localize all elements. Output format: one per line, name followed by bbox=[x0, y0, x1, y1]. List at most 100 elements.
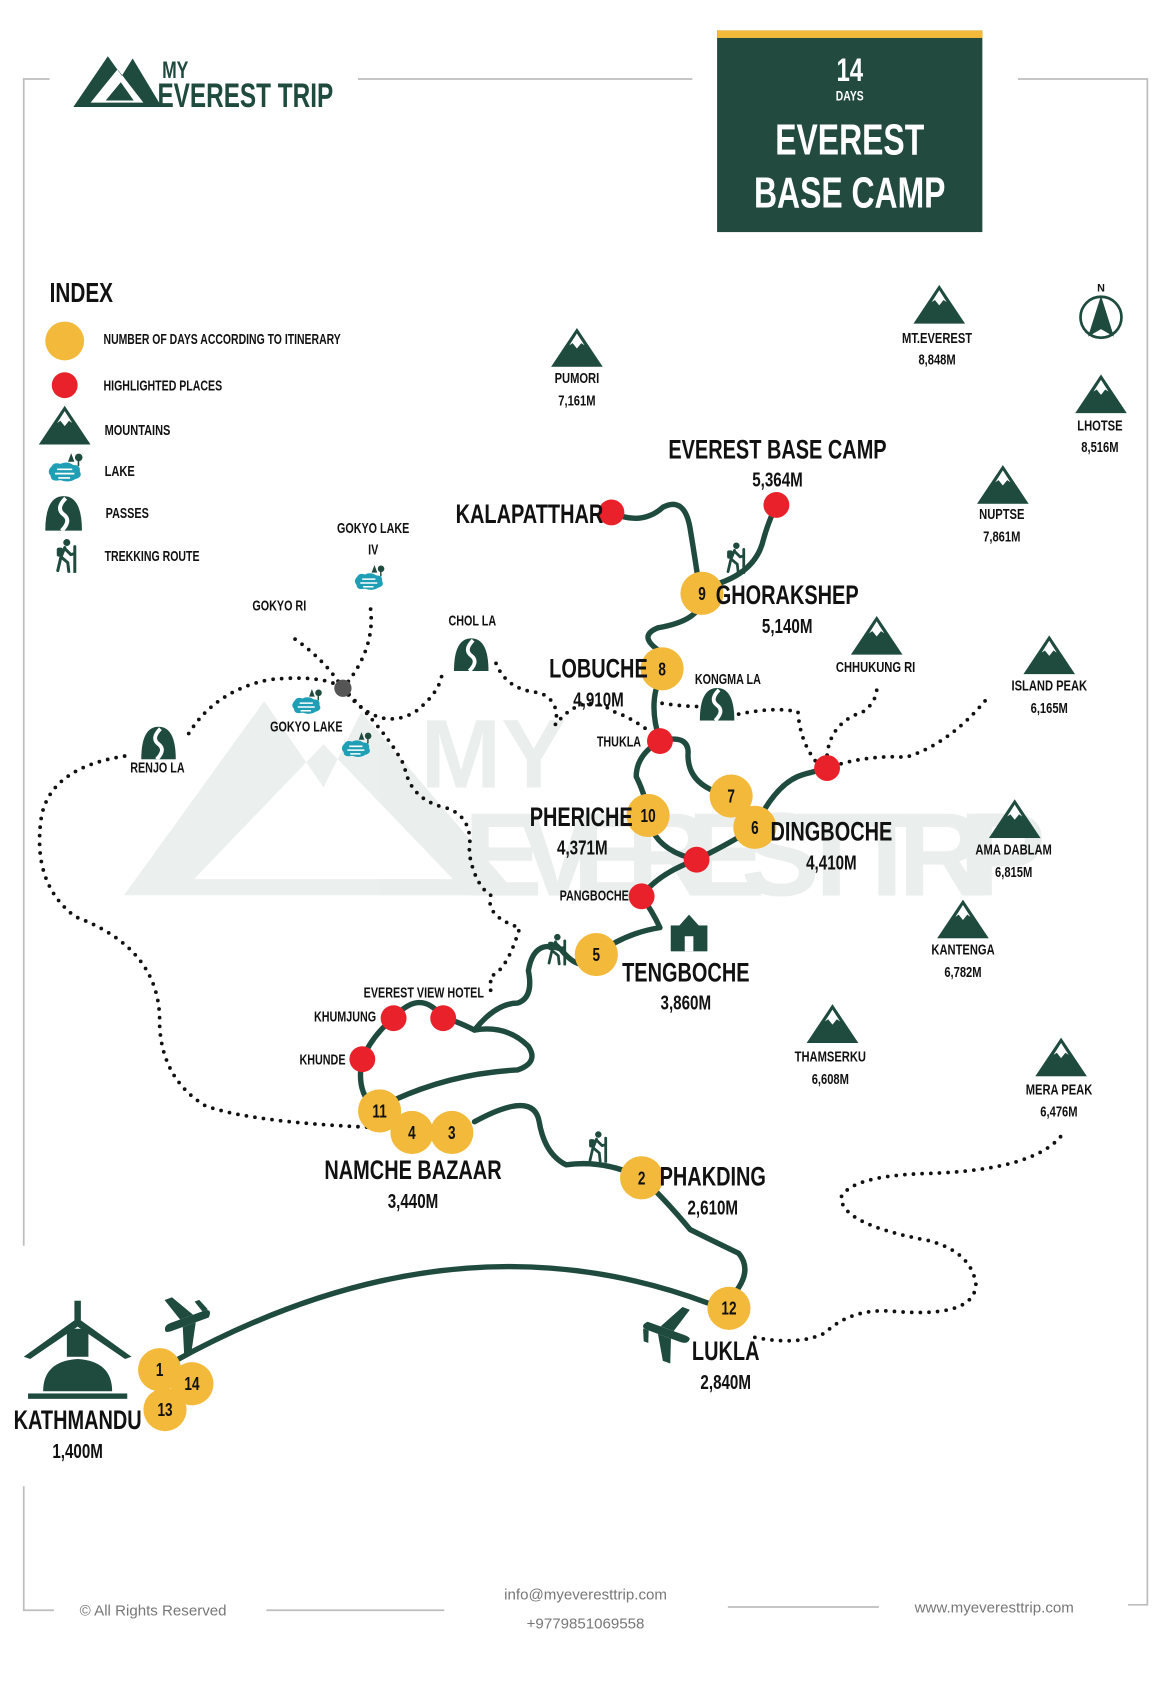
index-heading: INDEX bbox=[50, 278, 114, 309]
plane-icon bbox=[155, 1286, 221, 1358]
day-marker-11[interactable] bbox=[358, 1089, 402, 1133]
mountain-elevation: 6,782M bbox=[944, 964, 981, 981]
stop-name-namche: NAMCHE BAZAAR bbox=[324, 1156, 501, 1186]
stop-name-pheriche: PHERICHE bbox=[530, 804, 633, 834]
label-gokyo-ri: GOKYO RI bbox=[252, 597, 306, 614]
mountain-name: ISLAND PEAK bbox=[1011, 677, 1087, 694]
logo: MY EVEREST TRIP bbox=[73, 56, 333, 115]
day-number: 8 bbox=[658, 659, 666, 679]
day-number: 11 bbox=[372, 1101, 386, 1121]
day-marker-10[interactable] bbox=[626, 793, 670, 838]
index-item-label: TREKKING ROUTE bbox=[105, 548, 200, 565]
footer-website[interactable]: www.myeveresttrip.com bbox=[914, 1599, 1074, 1616]
label-gokyo-lake: GOKYO LAKE bbox=[270, 718, 343, 735]
day-marker-1[interactable] bbox=[138, 1348, 182, 1392]
trek-route bbox=[171, 501, 830, 1364]
day-number: 5 bbox=[593, 945, 601, 965]
mountain-icon bbox=[38, 405, 91, 445]
stop-elevation-namche: 3,440M bbox=[388, 1190, 439, 1213]
day-marker-13[interactable] bbox=[143, 1388, 187, 1432]
stop-name-ghorakshep: GHORAKSHEP bbox=[716, 581, 859, 611]
mountain-elevation: 8,516M bbox=[1081, 438, 1118, 455]
monastery-icon bbox=[670, 914, 708, 952]
mountains: PUMORI 7,161M MT.EVEREST 8,848M LHOTSE 8… bbox=[551, 284, 1127, 1120]
mountain-elevation: 6,476M bbox=[1040, 1103, 1077, 1120]
red-dot-thukla[interactable] bbox=[647, 728, 673, 754]
hiker-icon bbox=[725, 541, 746, 574]
stop-elevation-pheriche: 4,371M bbox=[557, 836, 608, 859]
label-khumjung: KHUMJUNG bbox=[314, 1008, 376, 1025]
footer-phone[interactable]: +9779851069558 bbox=[527, 1616, 645, 1633]
mountain-icon bbox=[806, 1004, 859, 1043]
red-circle-icon bbox=[51, 372, 78, 399]
red-dot[interactable] bbox=[683, 846, 710, 873]
mountain-name: MERA PEAK bbox=[1026, 1081, 1093, 1098]
mountain-name: NUPTSE bbox=[979, 505, 1024, 522]
mountain-name: KANTENGA bbox=[931, 941, 995, 958]
stop-name-kathmandu: KATHMANDU bbox=[14, 1406, 142, 1436]
mountain-name: THAMSERKU bbox=[795, 1048, 866, 1065]
red-dot-khumjung[interactable] bbox=[380, 1005, 407, 1032]
mountain-elevation: 7,861M bbox=[983, 528, 1020, 545]
index-legend: INDEX NUMBER OF DAYS ACCORDING TO ITINER… bbox=[38, 278, 341, 573]
stop-elevation-lukla: 2,840M bbox=[700, 1371, 751, 1394]
logo-my: MY bbox=[162, 57, 188, 83]
day-marker-4[interactable] bbox=[390, 1110, 434, 1155]
label-kongma-la: KONGMA LA bbox=[695, 670, 761, 687]
mountain-elevation: 6,165M bbox=[1031, 699, 1068, 716]
day-marker-3[interactable] bbox=[430, 1110, 474, 1155]
red-dot-khunde[interactable] bbox=[349, 1046, 376, 1073]
compass-north: N bbox=[1097, 282, 1105, 294]
stop-name-phakding: PHAKDING bbox=[660, 1163, 766, 1193]
day-marker-8[interactable] bbox=[640, 647, 684, 691]
day-number: 1 bbox=[156, 1360, 164, 1380]
page-frame bbox=[22, 78, 1149, 1612]
day-marker-12[interactable] bbox=[707, 1286, 751, 1330]
red-dot-pangboche[interactable] bbox=[628, 883, 655, 910]
day-marker-9[interactable] bbox=[680, 571, 724, 615]
mountain-name: MT.EVEREST bbox=[902, 330, 972, 347]
logo-name: EVEREST TRIP bbox=[157, 77, 333, 115]
place-labels: GOKYO LAKE IV GOKYO RI CHOL LA GOKYO LAK… bbox=[130, 519, 761, 1068]
index-item-label: PASSES bbox=[106, 505, 149, 522]
day-number: 2 bbox=[638, 1168, 646, 1188]
mountain-name: LHOTSE bbox=[1077, 417, 1122, 434]
lake-icon bbox=[291, 688, 323, 715]
red-dot-chhukung[interactable] bbox=[814, 755, 841, 781]
stop-elevation-kathmandu: 1,400M bbox=[52, 1440, 103, 1463]
label-renjo-la: RENJO LA bbox=[130, 759, 184, 776]
title-days-label: DAYS bbox=[836, 88, 864, 104]
index-item-label: LAKE bbox=[105, 463, 135, 480]
label-pangboche: PANGBOCHE bbox=[560, 887, 630, 904]
mountain-elevation: 8,848M bbox=[918, 351, 955, 368]
pass-icon bbox=[700, 688, 735, 721]
day-number: 7 bbox=[727, 787, 735, 807]
title-line2: BASE CAMP bbox=[754, 170, 946, 218]
stop-name-lobuche: LOBUCHE bbox=[549, 655, 648, 685]
lake-icon bbox=[354, 564, 386, 591]
label-chol-la: CHOL LA bbox=[448, 612, 496, 629]
stop-name-dingboche: DINGBOCHE bbox=[770, 818, 892, 848]
day-marker-6[interactable] bbox=[733, 805, 777, 849]
stupa-icon bbox=[23, 1300, 132, 1399]
footer-email[interactable]: info@myeveresttrip.com bbox=[504, 1586, 667, 1603]
red-dot-everest-view-hotel[interactable] bbox=[430, 1005, 457, 1032]
mountain-name: AMA DABLAM bbox=[975, 841, 1051, 858]
day-marker-5[interactable] bbox=[574, 933, 618, 977]
pass-icon bbox=[141, 727, 176, 760]
day-marker-14[interactable] bbox=[170, 1362, 214, 1406]
hiker-icon bbox=[55, 538, 77, 573]
mountain-icon bbox=[1035, 1037, 1087, 1077]
mountain-icon bbox=[913, 284, 966, 324]
red-dot-kalapatthar[interactable] bbox=[598, 499, 625, 526]
index-item-label: NUMBER OF DAYS ACCORDING TO ITINERARY bbox=[104, 331, 341, 348]
stop-name-ebc: EVEREST BASE CAMP bbox=[668, 436, 886, 466]
day-marker-2[interactable] bbox=[620, 1156, 664, 1200]
day-marker-7[interactable] bbox=[709, 774, 753, 818]
junction-dot bbox=[334, 679, 352, 697]
label-gokyo-lake-iv-num: IV bbox=[368, 541, 379, 558]
pass-icon bbox=[454, 638, 489, 671]
red-dot-ebc[interactable] bbox=[763, 491, 790, 518]
label-gokyo-lake-iv: GOKYO LAKE bbox=[337, 519, 410, 536]
